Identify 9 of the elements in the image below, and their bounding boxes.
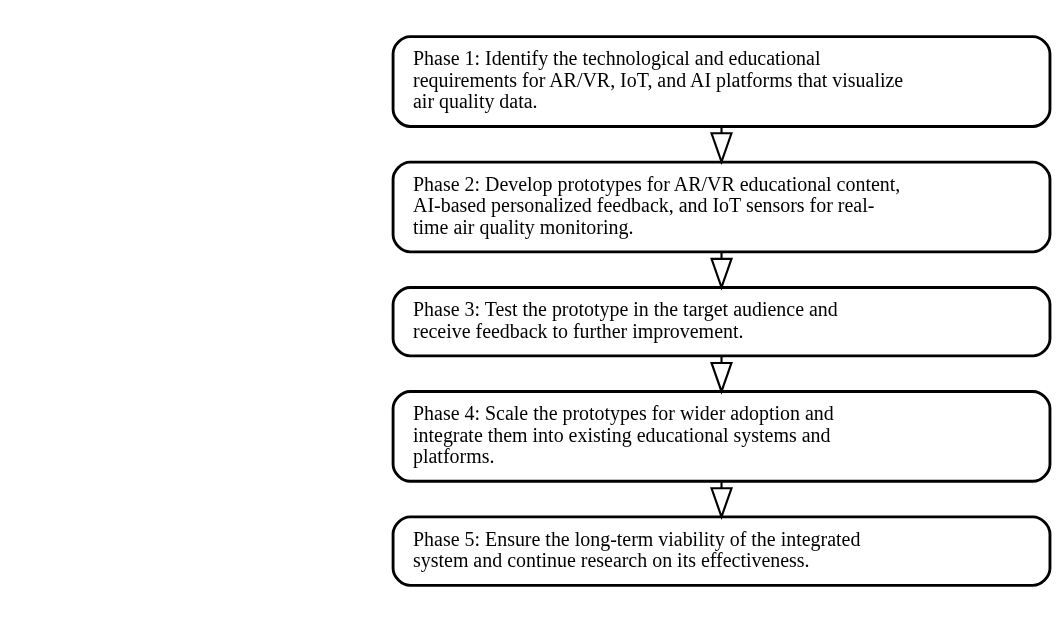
node-box: Phase 2: Develop prototypes for AR/VR educational content, AI-based personalized feedback, and IoT sensors for real-time air quality monitoring. bbox=[391, 160, 1052, 253]
node-box: Phase 1: Identify the technological and educational requirements for AR/VR, IoT, and AI platforms that visualize air quality data. bbox=[391, 34, 1052, 128]
node-box: Phase 3: Test the prototype in the target audience and receive feedback to further improvement. bbox=[391, 285, 1052, 357]
arrow bbox=[710, 355, 733, 395]
node-box: Phase 4: Scale the prototypes for wider adoption and integrate them into existing educational systems and platforms. bbox=[391, 389, 1052, 483]
arrow bbox=[710, 126, 733, 165]
arrow bbox=[710, 251, 733, 291]
node-box: Phase 5: Ensure the long-term viability of the integrated system and continue research on its effectiveness. bbox=[391, 514, 1052, 587]
arrow bbox=[710, 480, 733, 520]
